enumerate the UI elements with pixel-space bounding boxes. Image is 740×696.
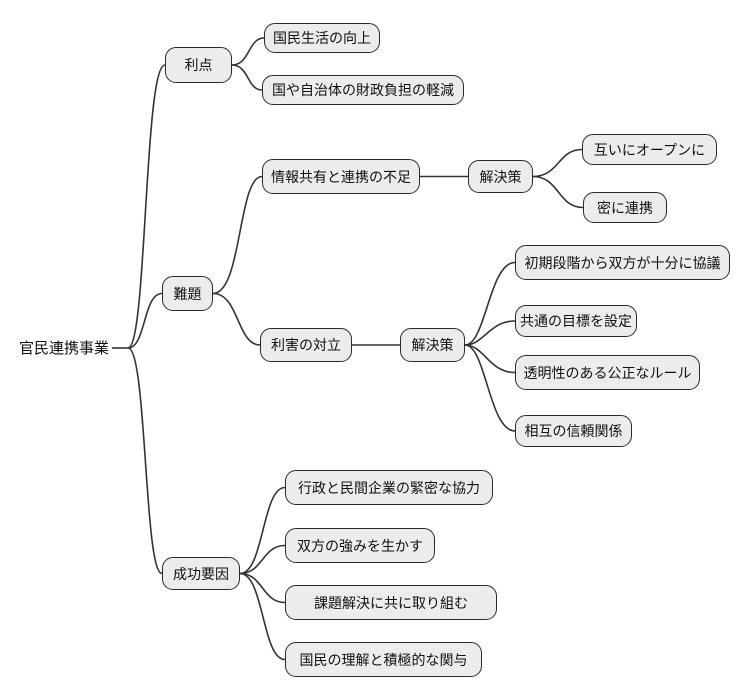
edge-success-4: [239, 572, 286, 661]
edge-benefits-1: [231, 37, 265, 66]
node-solution-2-discuss: 初期段階から双方が十分に協議: [515, 245, 730, 280]
node-success-cooperation: 行政と民間企業の緊密な協力: [285, 470, 493, 505]
edge-challenges-info: [212, 175, 263, 295]
edge-benefits-2: [231, 64, 263, 91]
node-solution-1: 解決策: [468, 160, 533, 193]
node-solution-1-cooperate: 密に連携: [583, 192, 667, 223]
node-solution-2-rules: 透明性のある公正なルール: [515, 355, 700, 390]
edge-success-3: [239, 572, 286, 604]
node-challenge-info-sharing: 情報共有と連携の不足: [262, 159, 420, 194]
node-benefits: 利点: [165, 47, 232, 83]
node-solution-2-trust: 相互の信頼関係: [515, 415, 632, 447]
node-success-strengths: 双方の強みを生かす: [285, 528, 435, 563]
edge-solution1-close: [532, 175, 584, 209]
edge-solution1-open: [532, 148, 583, 178]
node-solution-1-open: 互いにオープンに: [582, 134, 717, 165]
node-challenge-conflict: 利害の対立: [260, 328, 352, 362]
node-challenges: 難題: [162, 276, 213, 311]
edge-challenges-conflict: [212, 292, 261, 346]
node-success-problem-solving: 課題解決に共に取り組む: [285, 585, 497, 620]
edge-root-success: [127, 347, 163, 575]
node-success-factors: 成功要因: [162, 557, 240, 590]
edge-success-2: [239, 544, 286, 575]
node-benefit-fiscal: 国や自治体の財政負担の軽減: [262, 75, 464, 105]
node-solution-2: 解決策: [400, 328, 465, 362]
node-solution-2-goals: 共通の目標を設定: [515, 305, 637, 337]
edge-success-1: [239, 486, 286, 575]
edge-root-benefits: [127, 64, 166, 349]
edge-solution2-goals: [464, 320, 516, 346]
edge-root-challenges: [127, 292, 163, 349]
node-success-public-engagement: 国民の理解と積極的な関与: [285, 642, 482, 677]
node-benefit-living: 国民生活の向上: [264, 23, 380, 53]
root-node-label: 官民連携事業: [18, 339, 109, 357]
edge-solution2-discuss: [464, 261, 516, 346]
edge-solution2-trust: [464, 344, 516, 432]
